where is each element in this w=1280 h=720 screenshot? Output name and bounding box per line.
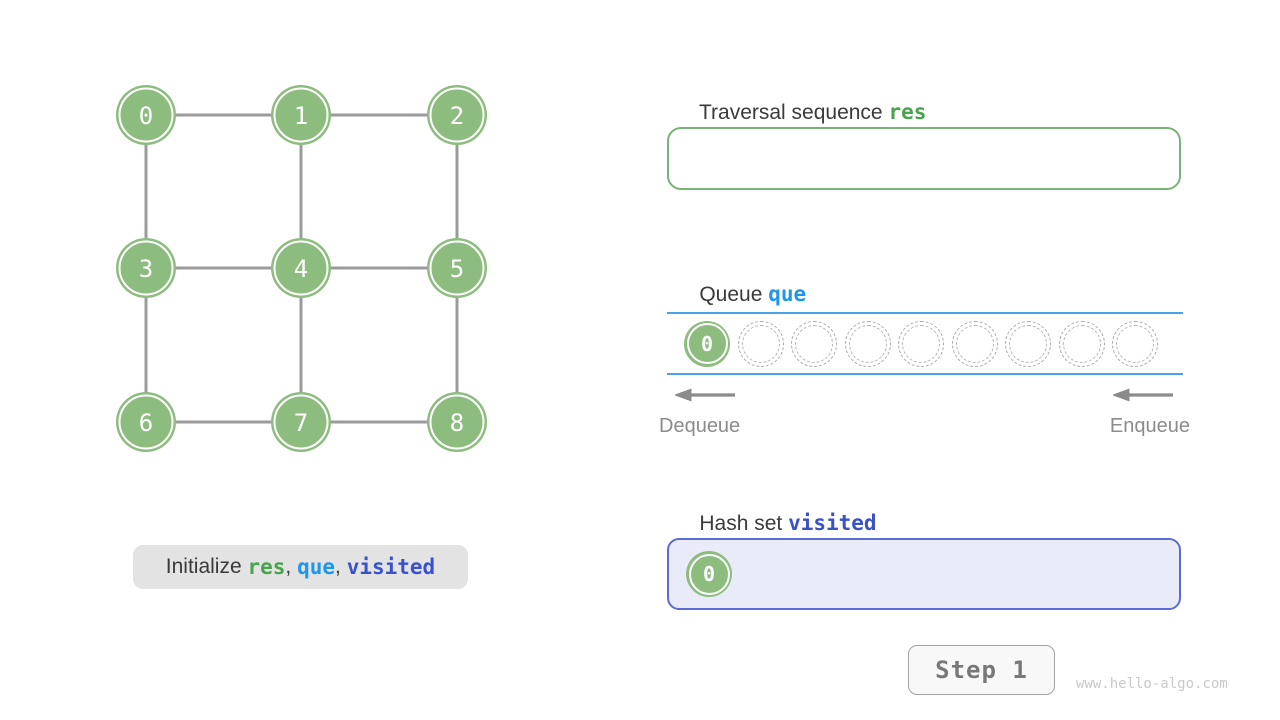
caption-action: Initialize xyxy=(165,555,248,578)
hash-set-var: visited xyxy=(788,511,877,535)
queue-empty-slot xyxy=(1112,320,1158,367)
graph-node-0: 0 xyxy=(116,85,176,145)
hash-set-box: 0 xyxy=(667,538,1181,610)
dequeue-label: Dequeue xyxy=(659,415,741,437)
traversal-sequence-header: Traversal sequence res xyxy=(676,76,926,149)
graph-node-2: 2 xyxy=(427,85,487,145)
queue-empty-slot xyxy=(844,320,891,367)
svg-text:6: 6 xyxy=(139,409,153,437)
traversal-var: res xyxy=(888,100,927,124)
caption-var-visited: visited xyxy=(346,555,436,579)
queue-empty-slot xyxy=(791,320,837,367)
graph-node-3: 3 xyxy=(116,238,176,298)
graph-node-6: 6 xyxy=(116,392,176,452)
graph-node-5: 5 xyxy=(427,238,487,298)
graph-node-4: 4 xyxy=(271,238,331,298)
svg-text:5: 5 xyxy=(450,255,464,283)
queue-arrows xyxy=(667,388,1183,402)
watermark: www.hello-algo.com xyxy=(1076,676,1228,692)
queue-arrow-labels: Dequeue Enqueue xyxy=(659,415,1190,438)
value-bubble-0: 0 xyxy=(686,551,732,597)
enqueue-label: Enqueue xyxy=(1109,415,1190,437)
svg-text:2: 2 xyxy=(450,102,464,130)
queue-var: que xyxy=(768,282,807,306)
traversal-label: Traversal sequence xyxy=(698,101,889,124)
graph-node-7: 7 xyxy=(271,392,331,452)
traversal-sequence-box xyxy=(667,127,1181,190)
queue-label: Queue xyxy=(699,283,769,306)
svg-text:1: 1 xyxy=(294,102,308,130)
svg-text:7: 7 xyxy=(294,409,308,437)
svg-text:4: 4 xyxy=(294,255,308,283)
enqueue-arrow-icon xyxy=(1113,388,1173,402)
queue-empty-slot xyxy=(737,320,784,367)
queue-empty-slot xyxy=(951,320,998,367)
queue-empty-slot xyxy=(898,320,944,367)
queue-header: Queue que xyxy=(676,258,806,331)
status-caption: Initialize res, que, visited xyxy=(133,545,468,589)
graph-node-1: 1 xyxy=(271,85,331,145)
graph-node-8: 8 xyxy=(427,392,487,452)
queue-track: 0 xyxy=(667,312,1183,375)
caption-separator: , xyxy=(285,555,298,578)
caption-separator: , xyxy=(335,555,347,578)
queue-empty-slot xyxy=(1005,320,1051,367)
svg-text:0: 0 xyxy=(139,102,153,130)
svg-text:3: 3 xyxy=(139,255,153,283)
value-bubble-0: 0 xyxy=(684,320,730,367)
svg-text:8: 8 xyxy=(450,409,464,437)
queue-empty-slot xyxy=(1058,320,1105,367)
hash-set-label: Hash set xyxy=(699,512,789,535)
caption-var-res: res xyxy=(247,555,286,579)
step-button[interactable]: Step 1 xyxy=(908,645,1055,695)
hash-set-header: Hash set visited xyxy=(676,487,877,560)
dequeue-arrow-icon xyxy=(675,388,735,402)
caption-var-que: que xyxy=(297,555,336,579)
grid-graph: 0 1 2 3 4 5 6 7 8 xyxy=(116,85,487,452)
